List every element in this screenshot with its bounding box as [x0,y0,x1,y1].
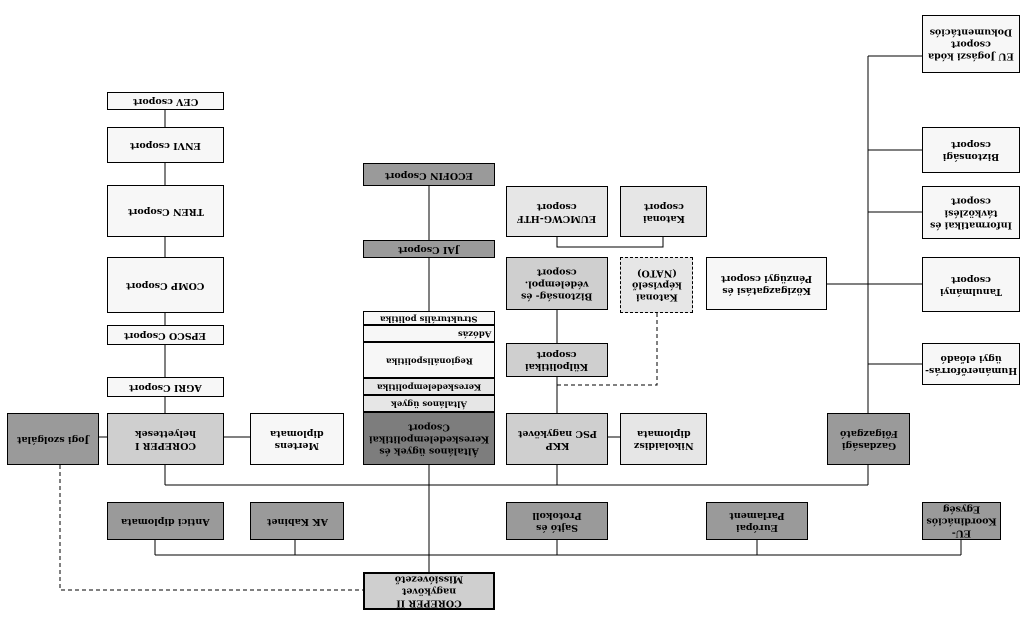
node-biztonsagi-csoport: Biztonsági csoport [922,127,1020,173]
node-kkp-psc: KKP PSC nagykövet [506,413,608,465]
node-coreper2: COREPER II nagykövet Missióvezető [363,572,495,610]
node-comp: COMP Csoport [107,257,224,313]
node-coreper1: COREPER I helyettesek [107,413,224,465]
node-europai-parlament: Európai Parlament [706,502,808,540]
node-informatikai: Informatikai és távközlési csoport [922,186,1020,239]
node-ak-kabinet: AK Kabinet [250,502,344,540]
node-eu-koordinacio: EU-Koordinációs Egység [922,502,1001,540]
node-humaneroforras: Humánerőforrás- ügyi előadó [922,343,1020,385]
node-sajto-protokoll: Sajtó és Protokoll [506,502,608,540]
node-tren: TREN Csoport [107,185,224,237]
node-kulpolitikai: Külpolitikai csoport [506,343,608,377]
node-eumcwg: EUMCWG-HTF csoport [506,186,608,237]
node-mertens: Mertens diplomata [250,413,344,465]
node-regionalis: Regionálispolitika [363,342,495,378]
node-katonai-csoport: Katonai csoport [620,186,707,237]
node-eu-jogasz: EU Jogászi kóda csoport Dokumentációs [922,15,1020,73]
node-agri: AGRI Csoport [107,377,224,397]
node-kereskedelem: Kereskedelempolitika [363,378,495,395]
node-gazdasagi: Gazdasági Főigazgató [827,413,910,465]
node-cev: CEV csoport [107,92,224,110]
node-altalanos-main: Általános ügyek és Kereskedelempolitikai… [363,412,495,465]
node-envi: ENVI csoport [107,127,224,163]
node-altalanos-list: Általános ügyek [363,395,495,412]
node-antici: Antici diplomata [107,502,224,540]
node-biztonsag-vedelem: Biztonság- és védelempol. csoport [506,257,608,310]
node-jogi-szolgalat: Jogi szolgálat [7,413,99,465]
node-epsco: EPSCO Csoport [107,325,224,345]
node-adozas: Adózás [363,325,495,342]
node-kozigazgatasi: Közigazgatási és Pénzügyi csoport [706,257,827,310]
node-ecofin: ECOFIN Csoport [363,163,495,186]
node-jai: JAI Csoport [363,240,495,258]
node-strukturalis: Strukturális politika [363,311,495,325]
node-tanulmanyi: Tanulmányi csoport [922,257,1020,312]
node-nikolaidisz: Nikolaidisz diplomata [620,413,707,465]
node-katonai-nato: Katonai képviselő (NATO) [620,257,693,313]
